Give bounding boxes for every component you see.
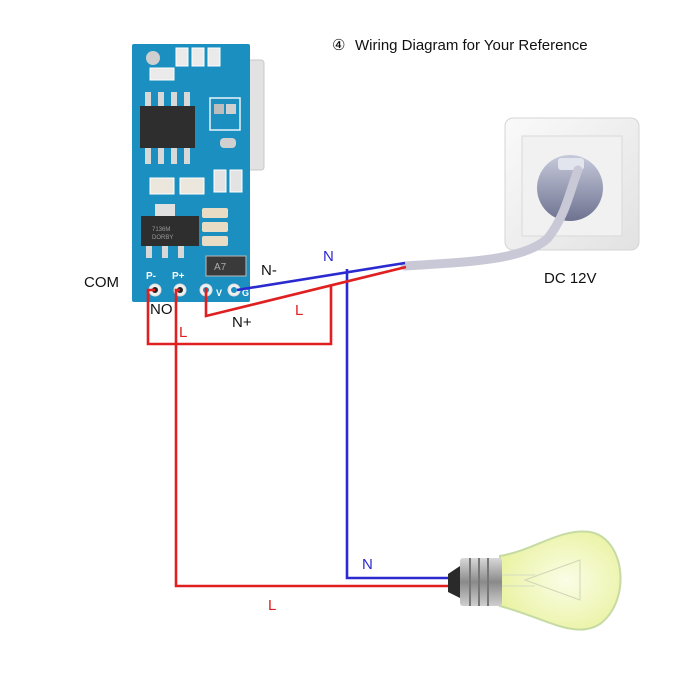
relay-module: 7136M DORBY A7 P- P+ V G (132, 44, 265, 302)
smd-resistor (191, 47, 205, 67)
smd-capacitor (202, 208, 228, 218)
screw-hole (146, 51, 160, 65)
smd-resistor (213, 169, 227, 193)
smd-capacitor (202, 222, 228, 232)
pin-label-v: V (216, 288, 222, 298)
live-wire-to-module (204, 265, 407, 318)
live-wire-to-com (146, 285, 333, 346)
smd-resistor (207, 47, 221, 67)
ic-chip (140, 92, 195, 164)
label-no: NO (150, 301, 173, 318)
wire-label-n-top: N (323, 248, 334, 265)
light-bulb (448, 530, 622, 631)
wire-label-l-left: L (179, 324, 187, 341)
live-wire-to-bulb (174, 288, 448, 588)
neutral-wire-to-bulb (345, 269, 448, 580)
bulb-screw-base (460, 558, 502, 606)
bulb-contact-tip (448, 566, 460, 598)
pin-label-p-plus: P+ (172, 271, 185, 282)
neutral-wire-to-module (236, 261, 406, 292)
wire-label-l-bottom: L (268, 597, 276, 614)
smd-pad (214, 104, 224, 114)
power-source-label: DC 12V (544, 270, 597, 287)
title-text: Wiring Diagram for Your Reference (355, 37, 588, 54)
wire-label-n-bottom: N (362, 556, 373, 573)
pad-hole (231, 287, 237, 293)
voltage-regulator: 7136M DORBY (141, 204, 199, 258)
smd-capacitor (149, 177, 175, 195)
smd-pad (226, 104, 236, 114)
diagram-title: ④ Wiring Diagram for Your Reference (332, 37, 588, 54)
wire-label-l-mid: L (295, 302, 303, 319)
regulator-marking-sub: DORBY (152, 235, 173, 241)
wires (146, 261, 448, 588)
label-n-minus: N- (261, 262, 277, 279)
smd-pad (220, 138, 236, 148)
bulb-filament (523, 559, 581, 601)
labels: COM NO N- N+ N L L N L (84, 248, 373, 614)
smd-resistor (175, 47, 189, 67)
smd-capacitor (149, 67, 175, 81)
smd-capacitor (202, 236, 228, 246)
power-cable (400, 165, 583, 271)
smd-capacitor (179, 177, 205, 195)
bulb-glass (499, 530, 622, 631)
pin-label-p-minus: P- (146, 271, 156, 282)
smd-resistor (229, 169, 243, 193)
label-com: COM (84, 274, 119, 291)
diode: A7 (205, 255, 247, 277)
power-outlet: DC 12V (400, 117, 640, 287)
label-n-plus: N+ (232, 314, 252, 331)
pin-label-g: G (242, 288, 249, 298)
component-footprint (209, 97, 241, 131)
regulator-marking: 7136M (152, 227, 170, 233)
step-number-marker: ④ (332, 37, 345, 54)
diode-marking: A7 (214, 262, 227, 273)
